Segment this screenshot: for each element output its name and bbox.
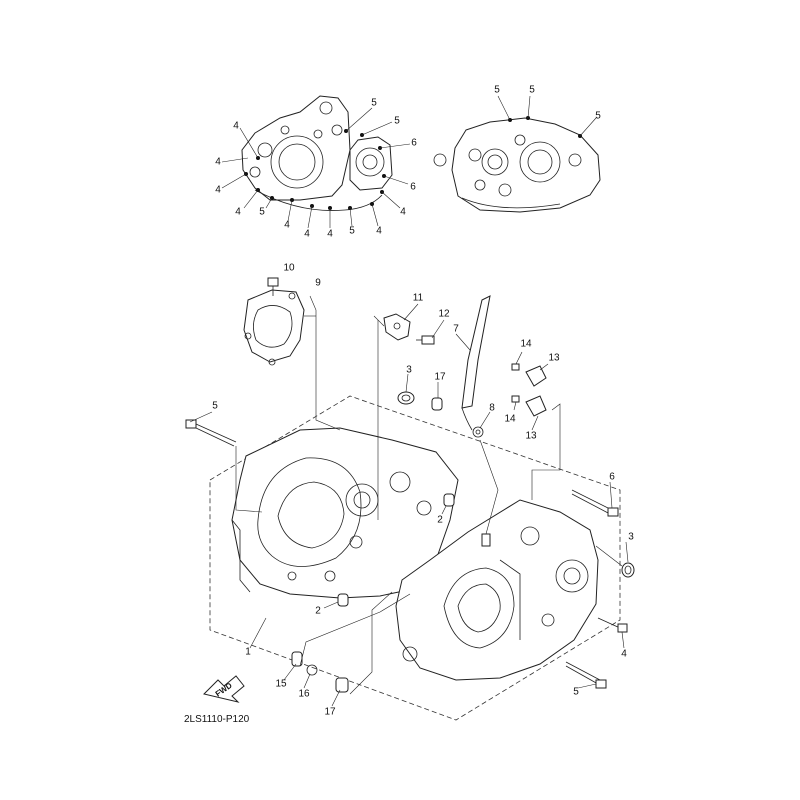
forward-arrow: FWD	[203, 675, 245, 703]
screw-part-14-lower	[511, 395, 520, 403]
callout-15: 15	[275, 679, 287, 690]
callout-4: 4	[215, 157, 221, 168]
callout-10: 10	[283, 263, 295, 274]
plate-part-13-upper	[525, 365, 547, 387]
right-crankcase-half	[395, 499, 599, 681]
screw-part-14-upper	[511, 363, 520, 371]
callout-3: 3	[406, 365, 412, 376]
callout-2: 2	[437, 515, 443, 526]
bolt-part-6-right	[571, 489, 619, 517]
callout-5: 5	[595, 111, 601, 122]
callout-11: 11	[413, 293, 424, 304]
callout-5: 5	[573, 687, 579, 698]
seal-plate-part-9	[243, 289, 305, 366]
callout-1: 1	[245, 647, 251, 658]
dowel-part-17-upper	[431, 397, 443, 411]
callout-4: 4	[327, 229, 333, 240]
callout-5: 5	[494, 85, 500, 96]
callout-17: 17	[324, 707, 336, 718]
callout-8: 8	[489, 403, 495, 414]
callout-4: 4	[621, 649, 627, 660]
callout-13: 13	[525, 431, 537, 442]
bracket-part-11	[383, 313, 411, 341]
callout-12: 12	[438, 309, 450, 320]
callout-5: 5	[529, 85, 535, 96]
left-crankcase-half	[231, 427, 459, 599]
callout-numbers: 4 4 4 4 5 4 4 4 5 4 4 5 5 6 6 5 5 5 10 9…	[212, 85, 634, 718]
oil-seal-part-3-right	[621, 562, 635, 578]
callout-4: 4	[400, 207, 406, 218]
callout-5: 5	[259, 207, 265, 218]
callout-13: 13	[548, 353, 560, 364]
dowel-part-2-lower	[337, 593, 349, 607]
callout-9: 9	[315, 278, 321, 289]
callout-5: 5	[212, 401, 218, 412]
callout-14: 14	[504, 414, 516, 425]
oil-seal-part-3-upper	[397, 391, 415, 405]
o-ring-part-16	[306, 664, 318, 676]
breather-hose-part-7	[461, 295, 491, 431]
callout-6: 6	[411, 138, 417, 149]
bolt-part-4-right	[597, 617, 628, 633]
plate-part-13-lower	[525, 395, 547, 417]
hose-clip-part-8	[472, 426, 484, 438]
callout-14: 14	[520, 339, 532, 350]
bolt-part-10	[267, 277, 279, 296]
callout-4: 4	[233, 121, 239, 132]
callout-4: 4	[215, 185, 221, 196]
right-crankcase-cover-view	[433, 117, 601, 213]
diagram-code-label: 2LS1110-P120	[184, 714, 250, 725]
callout-5: 5	[394, 116, 400, 127]
bolt-part-12	[416, 335, 435, 345]
dowel-part-17-lower	[335, 677, 349, 693]
dowel-part-2-upper	[443, 493, 455, 507]
callout-16: 16	[298, 689, 310, 700]
callout-7: 7	[453, 324, 459, 335]
left-crankcase-gasket-view	[241, 95, 393, 211]
assembly-outline	[209, 395, 621, 721]
callout-4: 4	[284, 220, 290, 231]
callout-6: 6	[410, 182, 416, 193]
callout-4: 4	[304, 229, 310, 240]
bolt-part-5-lower	[565, 661, 607, 689]
callout-3: 3	[628, 532, 634, 543]
bolt-part-5-upper	[185, 419, 237, 447]
callout-6: 6	[609, 472, 615, 483]
callout-5: 5	[371, 98, 377, 109]
callout-2: 2	[315, 606, 321, 617]
top-leader-lines	[221, 95, 597, 229]
callout-17: 17	[434, 372, 446, 383]
main-leader-lines	[189, 295, 629, 707]
callout-4: 4	[376, 226, 382, 237]
callout-4: 4	[235, 207, 241, 218]
callout-5: 5	[349, 226, 355, 237]
